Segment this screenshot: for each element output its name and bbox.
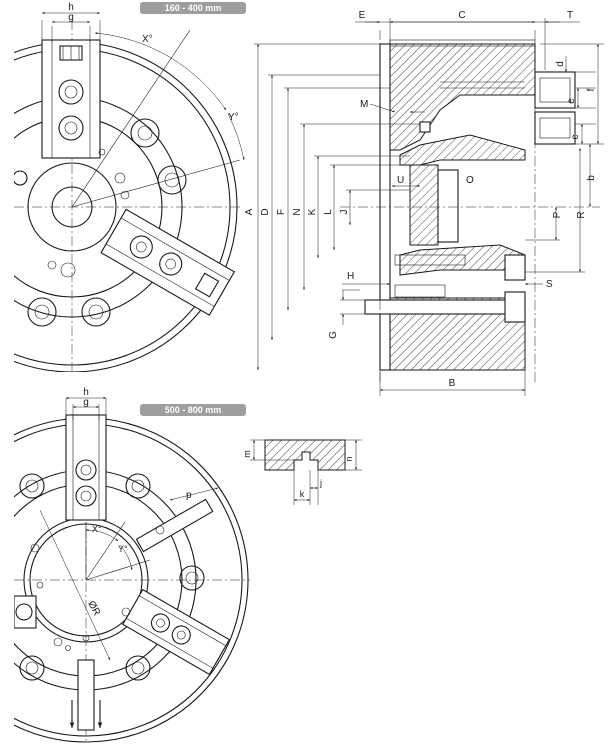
label-k: k (300, 489, 305, 499)
label-D: D (260, 208, 271, 215)
label-N: N (292, 208, 303, 215)
badge-top-text: 160 - 400 mm (165, 3, 222, 13)
section-bottom-dimensions: B (379, 370, 526, 396)
front-view-bottom (14, 414, 250, 744)
label-f: f (586, 88, 597, 91)
label-j: j (319, 478, 322, 488)
label-K: K (307, 208, 318, 215)
label-P: P (552, 211, 563, 218)
label-T: T (567, 10, 573, 21)
label-h-bottom: h (83, 387, 89, 398)
label-H: H (347, 271, 354, 282)
label-L: L (323, 209, 334, 215)
label-O: O (466, 175, 474, 186)
label-F: F (276, 209, 287, 215)
label-R: R (576, 211, 587, 218)
label-d: d (555, 61, 566, 67)
label-G: G (328, 331, 339, 339)
front-top-dimensions: h g X° Y° (41, 2, 239, 123)
section-inner-labels: M U O H G S P R (328, 99, 587, 339)
label-g-top: g (68, 12, 74, 23)
section-view (340, 30, 600, 385)
label-n: n (344, 456, 354, 461)
label-E: E (359, 10, 366, 21)
label-p: p (186, 490, 192, 501)
label-e: e (566, 98, 577, 104)
label-c: c (570, 135, 581, 140)
label-A: A (244, 208, 255, 215)
label-h-top: h (68, 2, 74, 13)
label-x-angle-top: X° (142, 34, 153, 45)
badge-bottom: 500 - 800 mm (140, 404, 246, 416)
label-y-angle-bottom: Y° (118, 544, 128, 554)
label-S: S (546, 279, 553, 290)
label-y-angle-top: Y° (228, 112, 239, 123)
section-left-dimensions: A D F N K L J (244, 43, 420, 370)
label-C: C (458, 10, 465, 21)
badge-top: 160 - 400 mm (140, 2, 246, 14)
t-slot-detail: m n k j (242, 439, 362, 505)
label-J: J (339, 210, 350, 215)
label-radius: ØR (85, 599, 102, 617)
label-U: U (397, 175, 404, 186)
section-right-dimensions: f d e c b (540, 43, 604, 207)
front-view-top (14, 20, 245, 372)
label-x-angle-bottom: X° (92, 524, 102, 534)
section-top-dimensions: E C T (355, 10, 580, 70)
label-g-bottom: g (83, 397, 89, 408)
label-B: B (449, 378, 456, 389)
badge-bottom-text: 500 - 800 mm (165, 405, 222, 415)
label-M: M (360, 99, 368, 110)
label-m: m (242, 450, 252, 458)
label-b: b (586, 175, 597, 181)
